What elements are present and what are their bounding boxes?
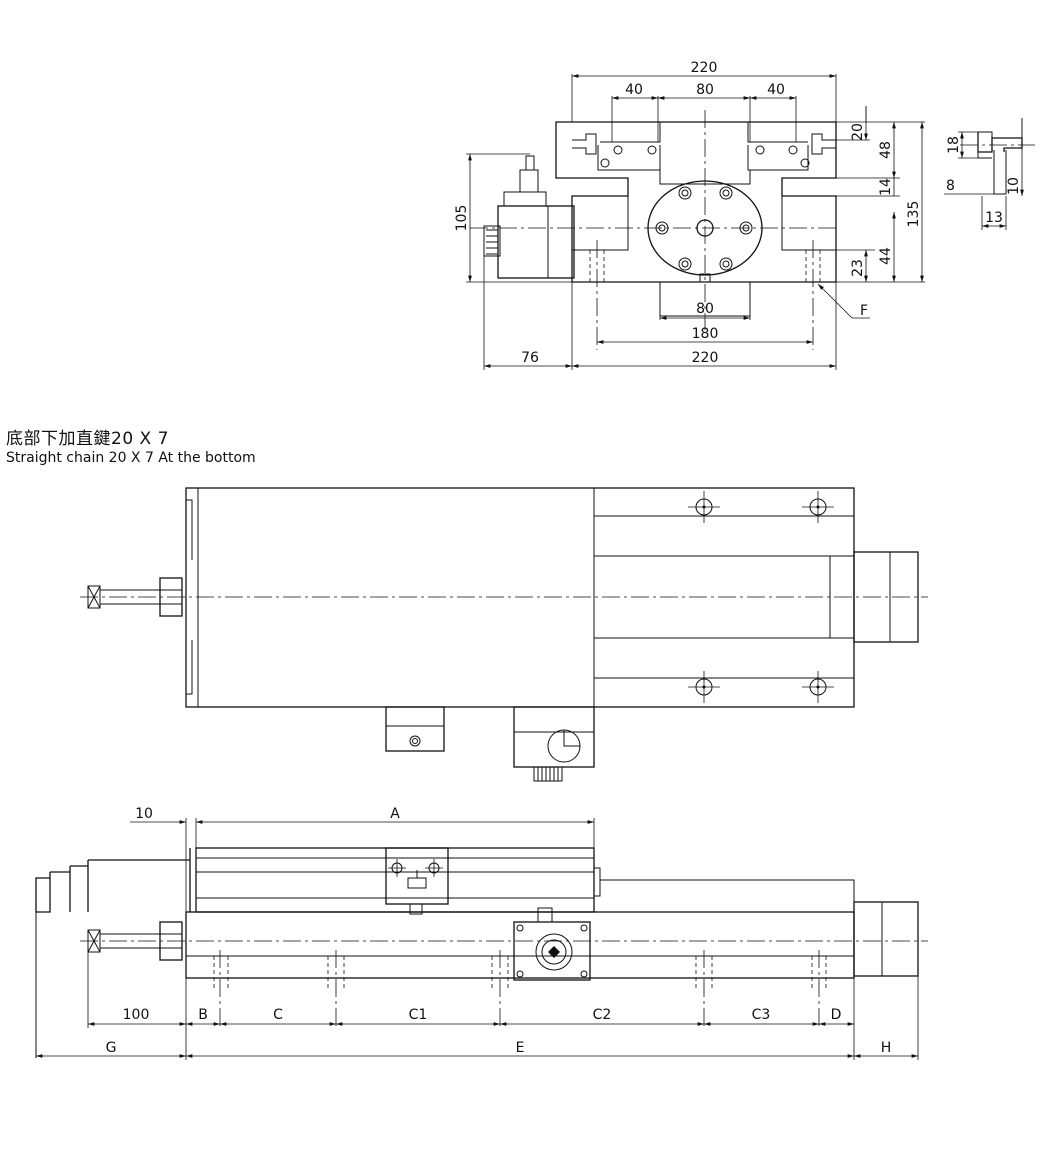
key-dim-8: 8 xyxy=(946,178,955,194)
key-dim-10: 10 xyxy=(1006,177,1022,195)
dim-135: 135 xyxy=(906,201,922,228)
side-dim-c: C xyxy=(273,1007,283,1023)
side-dim-h: H xyxy=(881,1040,892,1056)
top-view xyxy=(80,487,928,782)
dim-48: 48 xyxy=(878,141,894,159)
front-hidden-holes xyxy=(589,250,821,282)
dim-40-right: 40 xyxy=(767,82,785,98)
side-dim-a: A xyxy=(390,806,400,822)
front-tslot-right xyxy=(781,196,836,251)
dim-20: 20 xyxy=(850,123,866,141)
key-detail: 18 8 10 13 xyxy=(944,118,1035,230)
dim-80-bottom: 80 xyxy=(696,301,714,317)
dim-44: 44 xyxy=(878,247,894,265)
side-dim-10: 10 xyxy=(135,806,153,822)
front-switch xyxy=(519,169,539,193)
side-dim-100: 100 xyxy=(123,1007,150,1023)
caption-title-zh: 底部下加直鍵20 X 7 xyxy=(6,429,169,449)
caption-title-en: Straight chain 20 X 7 At the bottom xyxy=(6,450,256,466)
dim-105: 105 xyxy=(454,205,470,232)
dim-76: 76 xyxy=(521,350,539,366)
dim-23: 23 xyxy=(850,259,866,277)
side-dim-c1: C1 xyxy=(409,1007,428,1023)
side-dim-d: D xyxy=(831,1007,842,1023)
side-dim-c3: C3 xyxy=(752,1007,771,1023)
front-tslot-left xyxy=(571,196,629,251)
top-holes xyxy=(688,491,834,703)
side-dim-c2: C2 xyxy=(593,1007,612,1023)
front-top-recess xyxy=(597,145,809,171)
dim-180: 180 xyxy=(692,326,719,342)
side-left-housing xyxy=(35,848,191,913)
dim-40-left: 40 xyxy=(625,82,643,98)
top-motor-end xyxy=(853,551,919,643)
dim-80-center: 80 xyxy=(696,82,714,98)
key-dim-18: 18 xyxy=(946,136,962,154)
front-plate-bolts xyxy=(655,186,753,271)
side-dim-e: E xyxy=(516,1040,525,1056)
front-top-inner xyxy=(600,122,808,143)
front-view: 220 40 80 40 20 48 14 135 23 44 xyxy=(454,60,925,370)
side-view: 10 A 100 B C C1 C2 C3 D G E H xyxy=(35,806,928,1060)
callout-f: F xyxy=(860,303,868,319)
dim-220-bottom: 220 xyxy=(692,350,719,366)
top-body-outline xyxy=(185,487,855,708)
side-dim-g: G xyxy=(106,1040,117,1056)
front-motor-body xyxy=(497,205,575,279)
dim-220-top: 220 xyxy=(691,60,718,76)
front-key-left xyxy=(572,133,597,155)
side-motor xyxy=(853,901,919,977)
top-switch-box xyxy=(385,706,445,752)
key-dim-13: 13 xyxy=(985,210,1003,226)
front-motor-knob xyxy=(483,225,501,257)
front-key-right xyxy=(811,133,836,155)
side-dim-b: B xyxy=(198,1007,208,1023)
dim-14: 14 xyxy=(878,178,894,196)
front-top-screws xyxy=(600,145,810,168)
